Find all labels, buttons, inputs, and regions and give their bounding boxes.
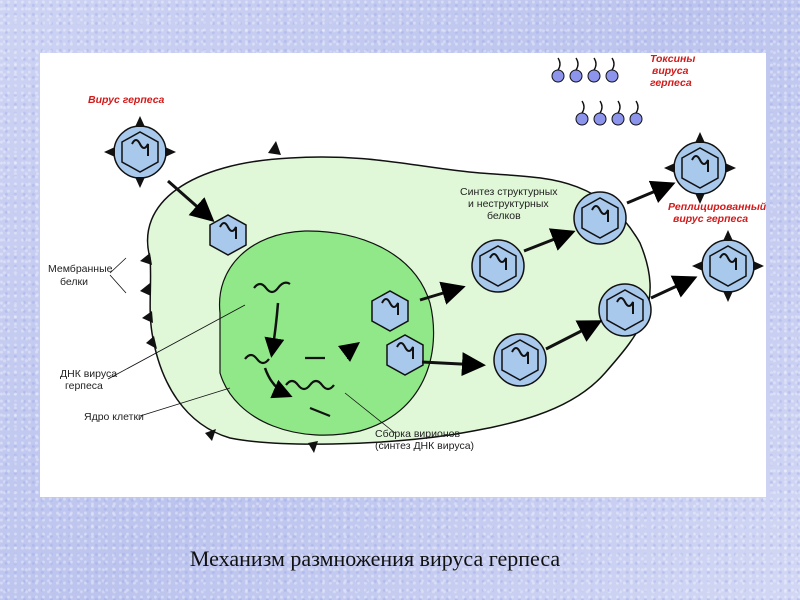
label-leader-lines [107, 257, 396, 434]
membrane-proteins [140, 141, 318, 453]
virus-particle-released-1 [664, 132, 736, 204]
nucleus-arrows [263, 302, 360, 399]
membrane-protein [146, 336, 157, 349]
label-replicated-1: Реплицированный [668, 201, 766, 213]
virus-particle-cytoplasm-3 [573, 191, 627, 245]
membrane-protein [142, 311, 153, 323]
virus-particle-released-2 [692, 230, 764, 302]
virus-capsid-nucleus-1 [371, 290, 409, 332]
membrane-protein [140, 253, 152, 265]
membrane-protein [140, 283, 151, 296]
label-replicated-2: вирус герпеса [673, 213, 748, 225]
label-toxins-1: Токсины [650, 53, 695, 65]
label-synthesis-3: белков [487, 210, 521, 222]
diagram-panel: Вирус герпеса Токсины вируса герпеса Реп… [40, 53, 766, 497]
membrane-protein [205, 429, 216, 441]
viral-dna [244, 281, 335, 418]
label-membrane-2: белки [60, 276, 88, 288]
membrane-protein [308, 441, 318, 453]
label-toxins-3: герпеса [650, 77, 692, 89]
virus-particle-cytoplasm-4 [598, 283, 652, 337]
diagram-caption: Механизм размножения вируса герпеса [189, 546, 561, 571]
cell-nucleus [218, 230, 435, 436]
label-nucleus: Ядро клетки [84, 411, 144, 423]
virus-particle-cytoplasm-2 [493, 333, 547, 387]
membrane-protein [268, 141, 281, 155]
label-membrane-1: Мембранные [48, 263, 113, 275]
label-dna-2: герпеса [65, 380, 103, 392]
toxins [551, 57, 643, 126]
virus-capsid-entering [209, 214, 247, 256]
label-synthesis-2: и неструктурных [468, 198, 549, 210]
label-herpes-virus: Вирус герпеса [88, 94, 165, 106]
label-assembly-1: Сборка вирионов [375, 428, 460, 440]
virus-particle-cytoplasm-1 [471, 239, 525, 293]
virus-capsid-nucleus-2 [386, 334, 424, 376]
label-toxins-2: вируса [652, 65, 689, 77]
label-synthesis-1: Синтез структурных [460, 186, 558, 198]
virus-particle-entering [104, 116, 176, 188]
herpes-replication-diagram: Вирус герпеса Токсины вируса герпеса Реп… [48, 53, 766, 453]
label-dna-1: ДНК вируса [60, 368, 117, 380]
process-arrows [167, 179, 698, 377]
label-assembly-2: (синтез ДНК вируса) [375, 440, 474, 452]
